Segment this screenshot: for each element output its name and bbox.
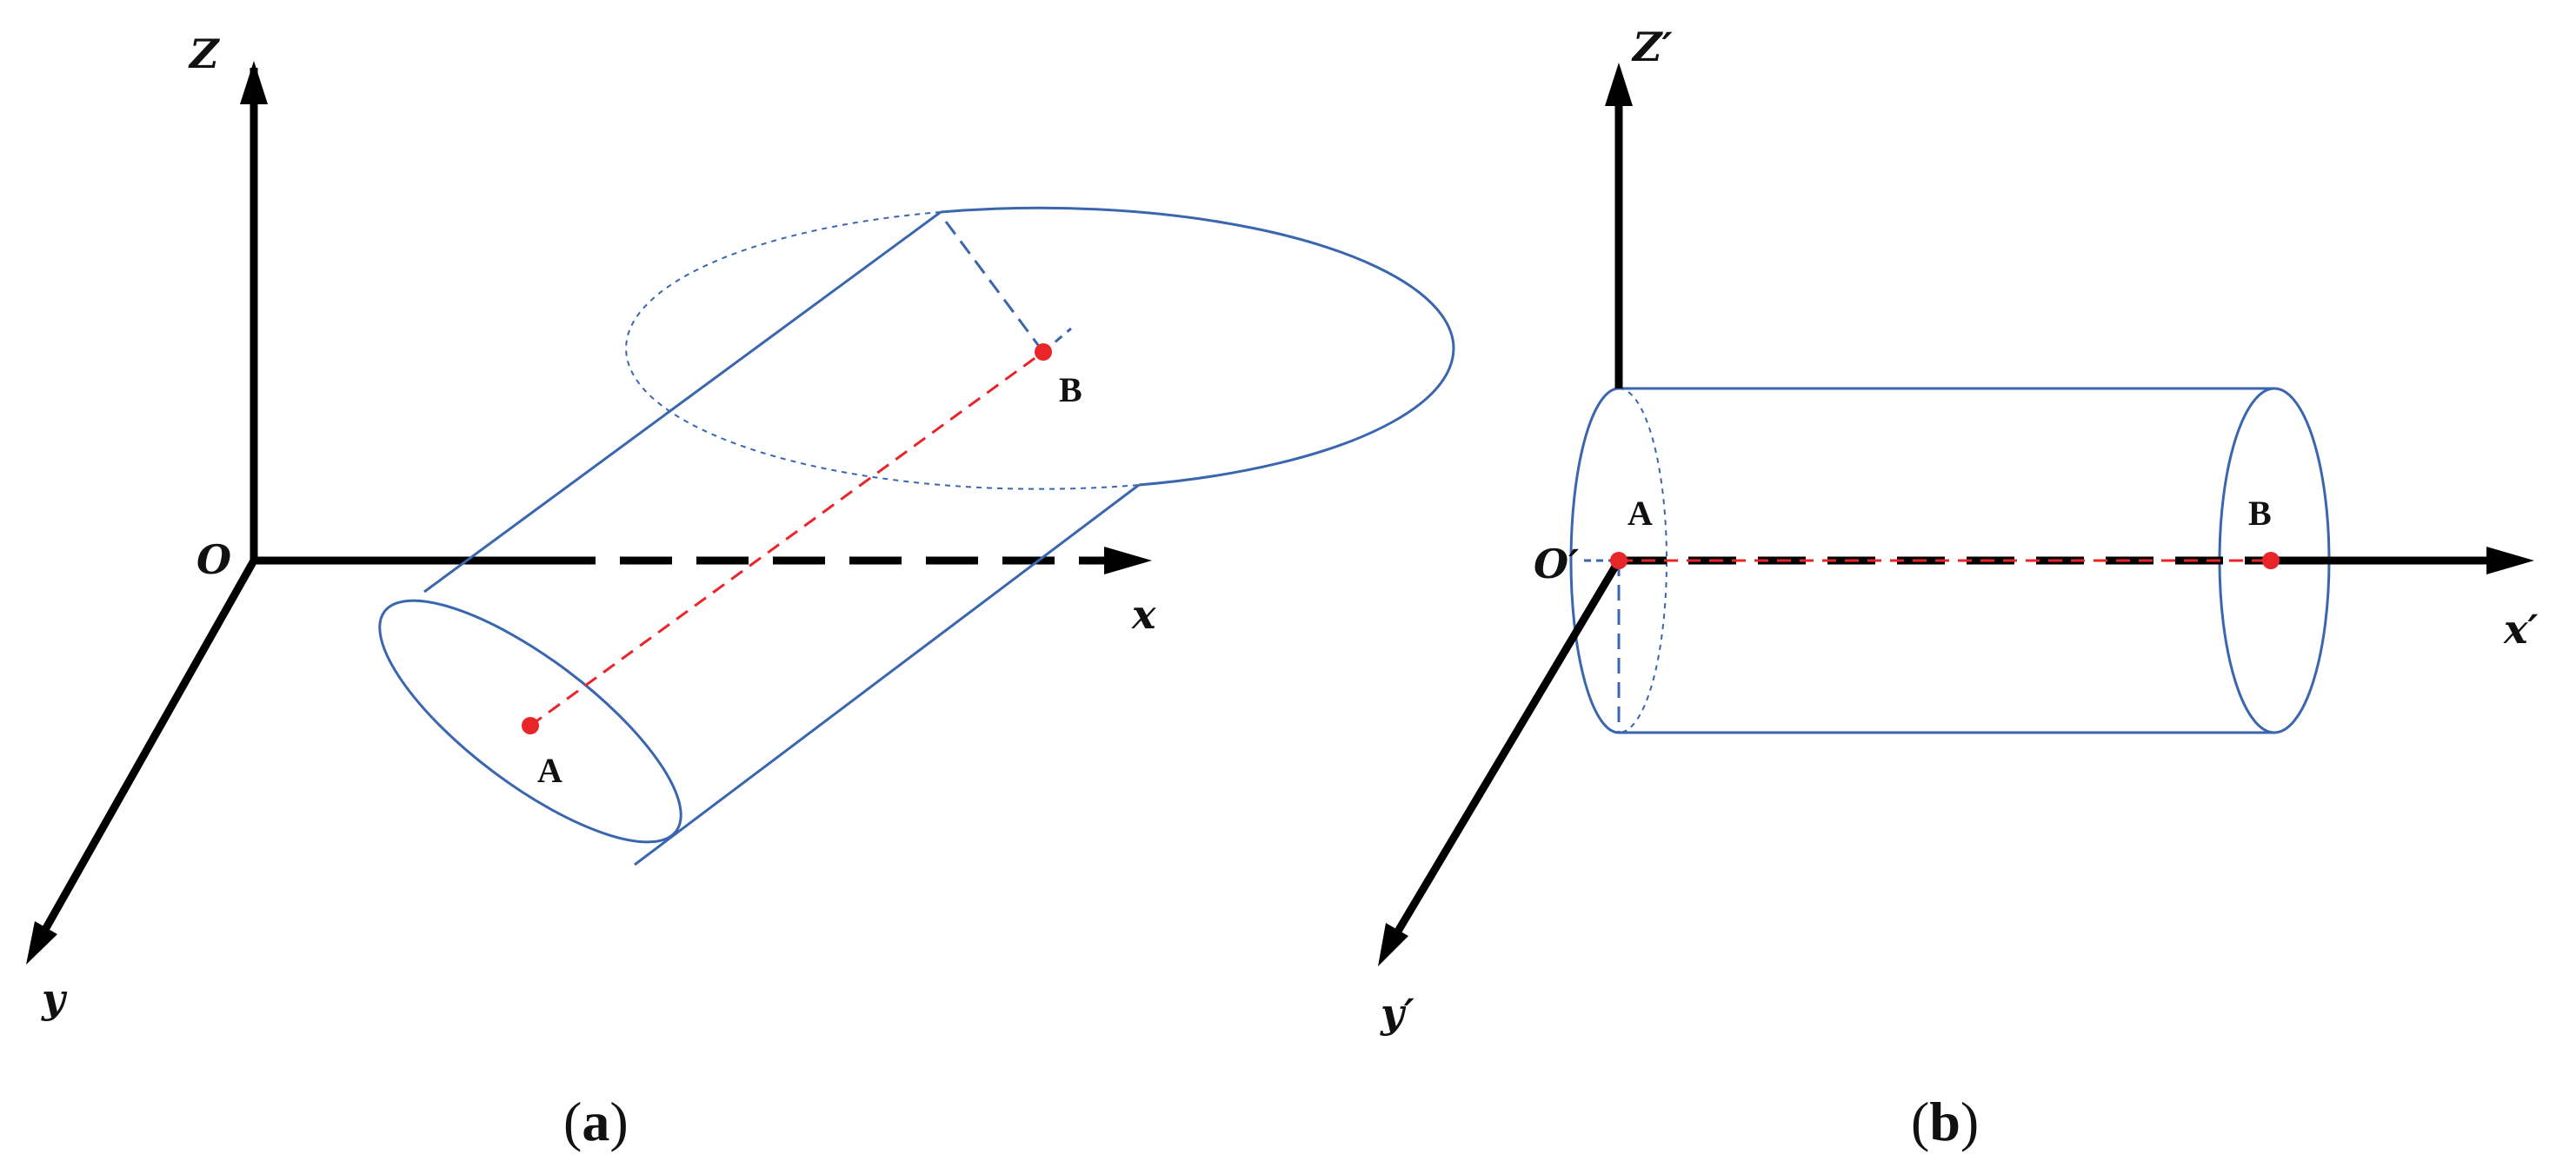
z-arrowhead-a: [240, 61, 268, 104]
radius-line-b-a: [944, 221, 1045, 353]
point-b-end: [2262, 552, 2280, 569]
point-label-b-start: A: [1627, 494, 1653, 533]
caption-open-b: (: [1911, 1091, 1929, 1152]
x-arrowhead-a: [1104, 547, 1152, 574]
cylinder-end-a-start: [378, 599, 682, 844]
point-label-a-start: A: [537, 751, 562, 790]
point-a-start: [522, 717, 539, 734]
x-arrowhead-b: [2486, 547, 2534, 574]
caption-open-a: (: [563, 1091, 582, 1152]
y-arrowhead-b: [1378, 923, 1408, 966]
axes-b: [1378, 63, 2534, 966]
x-axis-label-a: x: [1131, 591, 1156, 638]
cylinder-end-b-front: [940, 206, 1455, 487]
cylinder-end-b-back: [624, 211, 1140, 490]
caption-letter-b: b: [1929, 1091, 1960, 1152]
y-axis-b: [1388, 558, 1622, 946]
caption-letter-a: a: [582, 1091, 609, 1152]
origin-label-a: O: [196, 536, 231, 583]
point-a-end: [1035, 343, 1052, 361]
point-b-start: [1610, 552, 1627, 569]
point-label-a-end: B: [1059, 370, 1082, 409]
y-axis-a: [36, 558, 257, 943]
panel-b: Z′ O′ x′ y′ A B (b): [1378, 23, 2539, 1152]
origin-label-b: O′: [1534, 541, 1579, 587]
axes-a: [26, 61, 1152, 965]
y-axis-label-b: y′: [1380, 990, 1414, 1037]
caption-close-a: ): [609, 1091, 628, 1152]
z-axis-label-b: Z′: [1631, 23, 1673, 70]
caption-close-b: ): [1960, 1091, 1979, 1152]
centerline-a: [529, 350, 1044, 727]
z-axis-label-a: Z: [188, 30, 220, 77]
cylinder-end-a-front-b: [1569, 387, 1620, 734]
cylinder-a: [378, 206, 1455, 866]
y-arrowhead-a: [26, 921, 57, 965]
cylinder-top-edge-a: [423, 210, 942, 594]
point-label-b-end: B: [2248, 494, 2272, 533]
panel-a: Z O x y A B (a): [26, 30, 1455, 1152]
z-arrowhead-b: [1605, 63, 1633, 106]
y-axis-label-a: y: [41, 975, 68, 1022]
panel-caption-a: (a): [563, 1091, 629, 1152]
cylinder-bottom-edge-a: [634, 483, 1140, 866]
x-axis-label-b: x′: [2503, 606, 2539, 653]
panel-caption-b: (b): [1911, 1091, 1979, 1152]
